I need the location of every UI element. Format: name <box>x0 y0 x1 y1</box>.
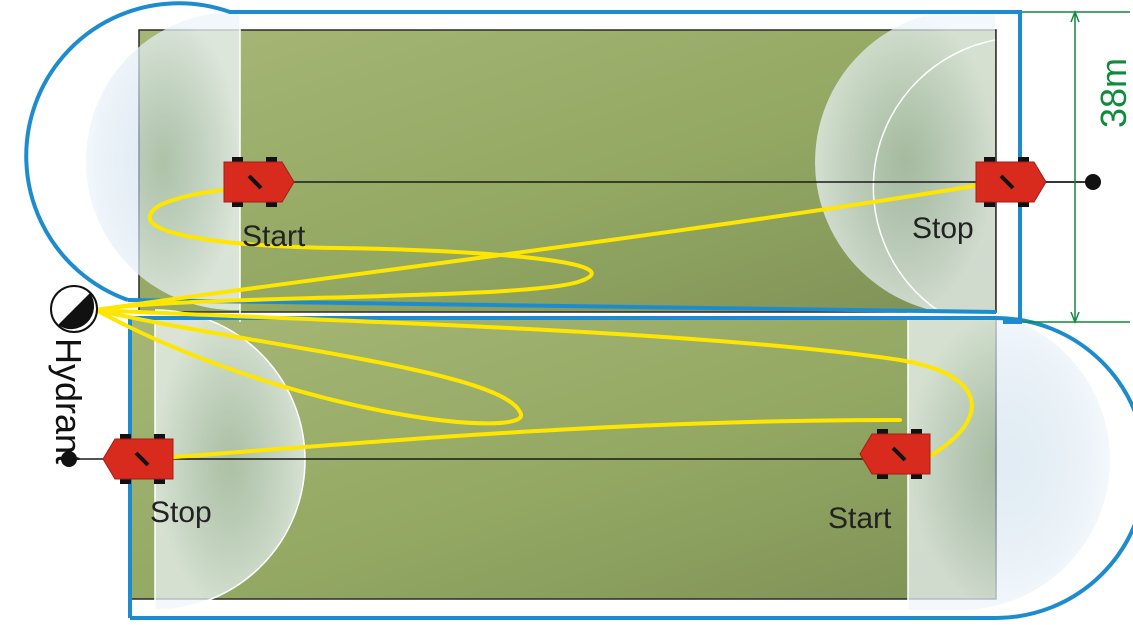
irrigation-paths <box>94 180 1000 461</box>
dimension-marker <box>1022 9 1130 325</box>
hydrant-icon <box>50 285 98 333</box>
label-hydrant: Hydrant <box>48 338 89 464</box>
irrigation-cart-start-bottom <box>858 427 932 481</box>
label-stop-top: Stop <box>912 212 974 245</box>
irrigation-cart-stop-bottom <box>101 432 175 486</box>
label-start-top: Start <box>242 220 306 253</box>
irrigation-cart-stop-top <box>974 155 1048 209</box>
label-start-bottom: Start <box>828 502 892 535</box>
spray-coverage <box>85 9 1110 618</box>
irrigation-cart-start-top <box>222 155 296 209</box>
label-dimension: 38m <box>1093 58 1133 128</box>
anchor-point-top <box>1085 174 1101 190</box>
label-stop-bottom: Stop <box>150 496 212 529</box>
anchor-point-bottom <box>61 451 77 467</box>
